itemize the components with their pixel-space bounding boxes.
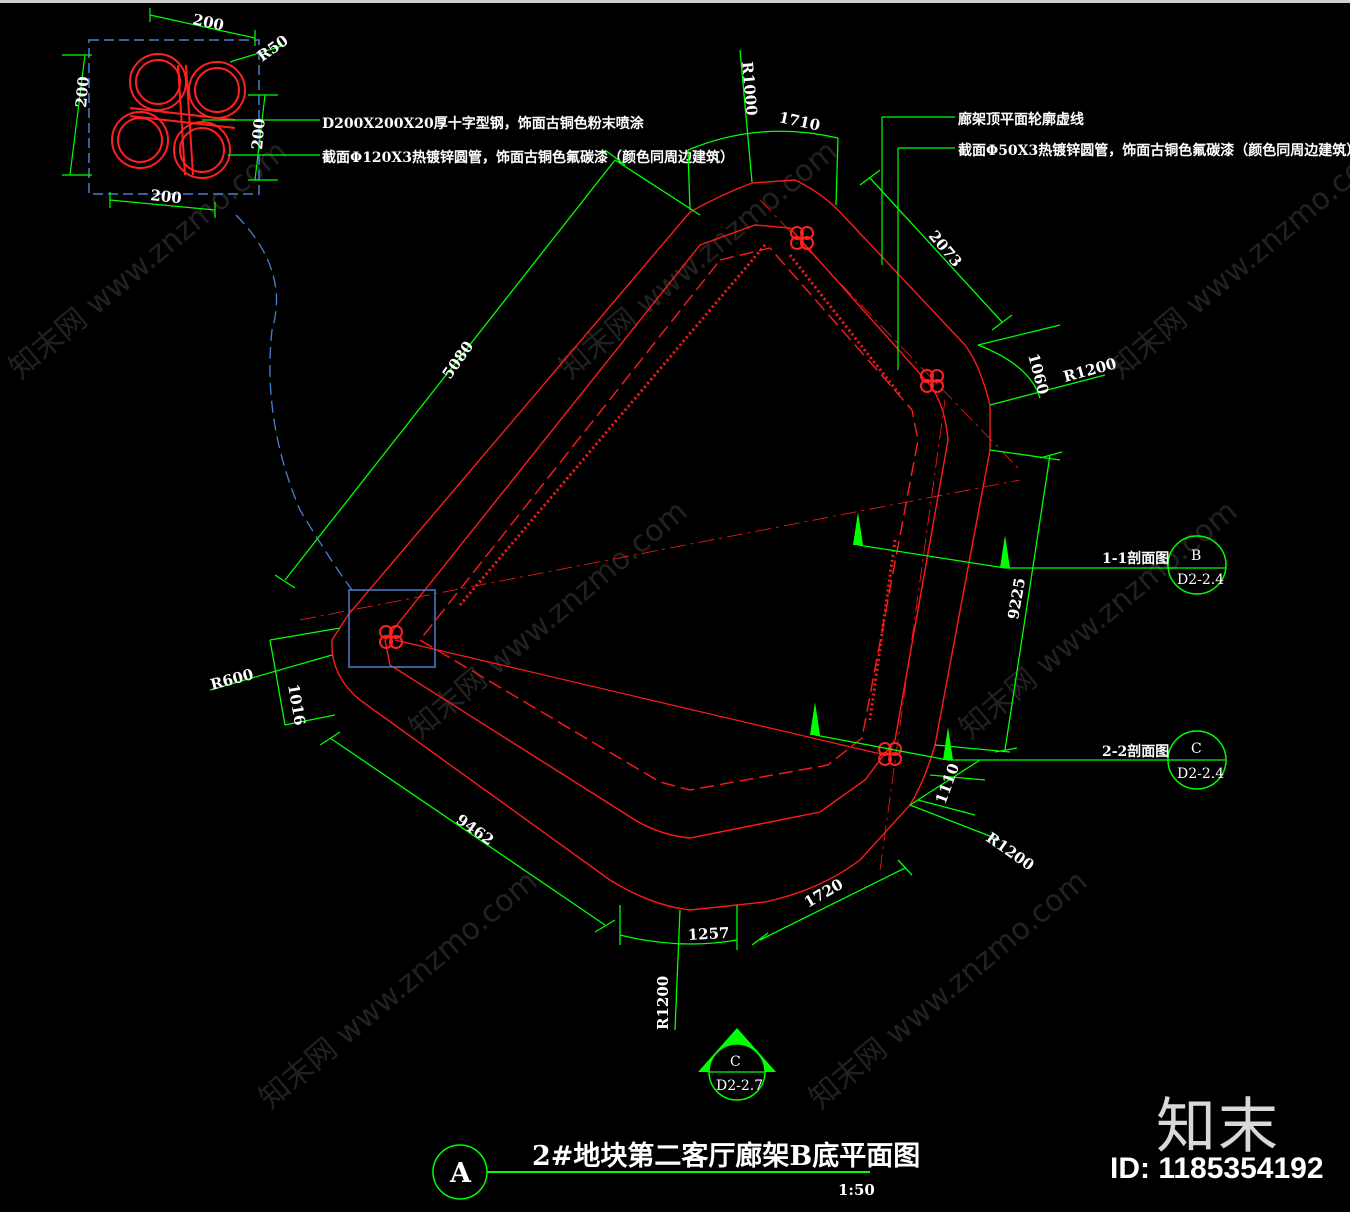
round-tube: [111, 111, 169, 169]
center-line: [394, 639, 886, 756]
dim-9462: 9462: [453, 811, 498, 850]
watermark-text: 知末网 www.znzmo.com: [1103, 134, 1350, 386]
bottom-marker-id: C: [730, 1054, 741, 1070]
round-tube: [194, 67, 240, 113]
dimension-lines: [209, 49, 1168, 1031]
cross-steel: [129, 64, 236, 176]
watermark-text: 知末网 www.znzmo.com: [953, 494, 1244, 746]
watermark-text: 知末网 www.znzmo.com: [803, 864, 1094, 1116]
section-id-2: C: [1191, 741, 1202, 757]
section-id-1: B: [1191, 548, 1201, 564]
dim-arc-1016: 1016: [284, 683, 309, 727]
dim-5080: 5080: [439, 338, 478, 383]
drawing-title: 2#地块第二客厅廊架B底平面图: [532, 1140, 920, 1172]
section-label-1: 1-1剖面图: [1102, 550, 1169, 567]
detail-frame: [88, 39, 260, 195]
round-tube: [173, 121, 231, 179]
elevation-marker-bottom[interactable]: C D2-2.7: [698, 1028, 776, 1101]
round-tube: [117, 117, 163, 163]
detail-leader-curve: [235, 214, 353, 591]
round-tube: [188, 61, 246, 119]
detail-dim-bottom: 200: [150, 186, 183, 207]
watermark-logo: 知末: [1156, 1092, 1280, 1162]
axis-line-3: [759, 199, 1021, 471]
image-id-label: ID: 1185354192: [1110, 1152, 1324, 1185]
axis-line-2: [879, 399, 946, 871]
section-label-2: 2-2剖面图: [1102, 743, 1169, 760]
dim-arc-1110: 1110: [932, 761, 963, 806]
watermark-text: 知末网 www.znzmo.com: [553, 134, 844, 386]
column-detail: 200 R50 200 200 200 D200X200X20厚十字型钢，饰面古…: [62, 8, 734, 218]
window-top-border: [0, 0, 1350, 3]
dotted-row-2: [788, 254, 902, 396]
round-tube: [179, 127, 225, 173]
dotted-row-1: [458, 244, 767, 606]
detail-dim-top: 200: [191, 10, 225, 34]
drawing-scale: 1:50: [838, 1181, 875, 1199]
axis-line-1: [299, 479, 1021, 621]
section-callout-1[interactable]: 1-1剖面图 B D2-2.4: [1102, 535, 1227, 595]
detail-dim-right: 200: [248, 118, 269, 151]
detail-dim-left: 200: [72, 76, 93, 109]
section-callout-2[interactable]: 2-2剖面图 C D2-2.4: [1102, 730, 1227, 790]
round-tube: [129, 53, 187, 111]
column-right-bottom: [878, 742, 902, 766]
dotted-row-3: [868, 539, 897, 721]
dim-arc-1257: 1257: [687, 924, 730, 944]
dim-r600: R600: [208, 665, 255, 694]
section-arrows: [810, 512, 1010, 760]
round-tube: [135, 59, 181, 105]
inner-line-2: [418, 247, 919, 791]
dim-2073: 2073: [925, 227, 966, 271]
dim-arc-1060: 1060: [1024, 351, 1052, 396]
section-sheet-1: D2-2.4: [1177, 572, 1224, 588]
column-top: [790, 226, 814, 250]
detail-dim-radius: R50: [254, 31, 292, 65]
dim-r1200-right: R1200: [983, 829, 1038, 875]
watermark-text: 知末网 www.znzmo.com: [253, 864, 544, 1116]
watermark-text: 知末网 www.znzmo.com: [3, 134, 294, 386]
dim-r1000: R1000: [738, 61, 761, 117]
watermark-text: 知末网 www.znzmo.com: [403, 494, 694, 746]
detail-callout-box[interactable]: [348, 589, 436, 668]
column-left: [379, 625, 403, 649]
column-right-top: [920, 369, 944, 393]
bottom-marker-sheet: D2-2.7: [716, 1078, 763, 1094]
note-round-tube: 截面Φ120X3热镀锌圆管，饰面古铜色氟碳漆（颜色同周边建筑）: [322, 149, 734, 166]
view-marker-letter: A: [449, 1158, 472, 1189]
note-roof-outline: 廊架顶平面轮廓虚线: [958, 111, 1084, 128]
note-cross-steel: D200X200X20厚十字型钢，饰面古铜色粉末喷涂: [322, 115, 645, 132]
note-square-tube: 截面Φ50X3热镀锌圆管，饰面古铜色氟碳漆（颜色同周边建筑）: [958, 142, 1350, 159]
title-block: A 2#地块第二客厅廊架B底平面图 1:50: [432, 1140, 920, 1200]
dim-r1200-top: R1200: [1061, 354, 1118, 385]
column-markers: [379, 226, 944, 766]
outer-boundary: [331, 179, 991, 911]
section-sheet-2: D2-2.4: [1177, 766, 1224, 782]
dim-r1200-bottom: R1200: [654, 976, 672, 1030]
dim-1720: 1720: [801, 875, 846, 911]
watermark-layer: 知末网 www.znzmo.com 知末网 www.znzmo.com 知末网 …: [3, 134, 1350, 1116]
